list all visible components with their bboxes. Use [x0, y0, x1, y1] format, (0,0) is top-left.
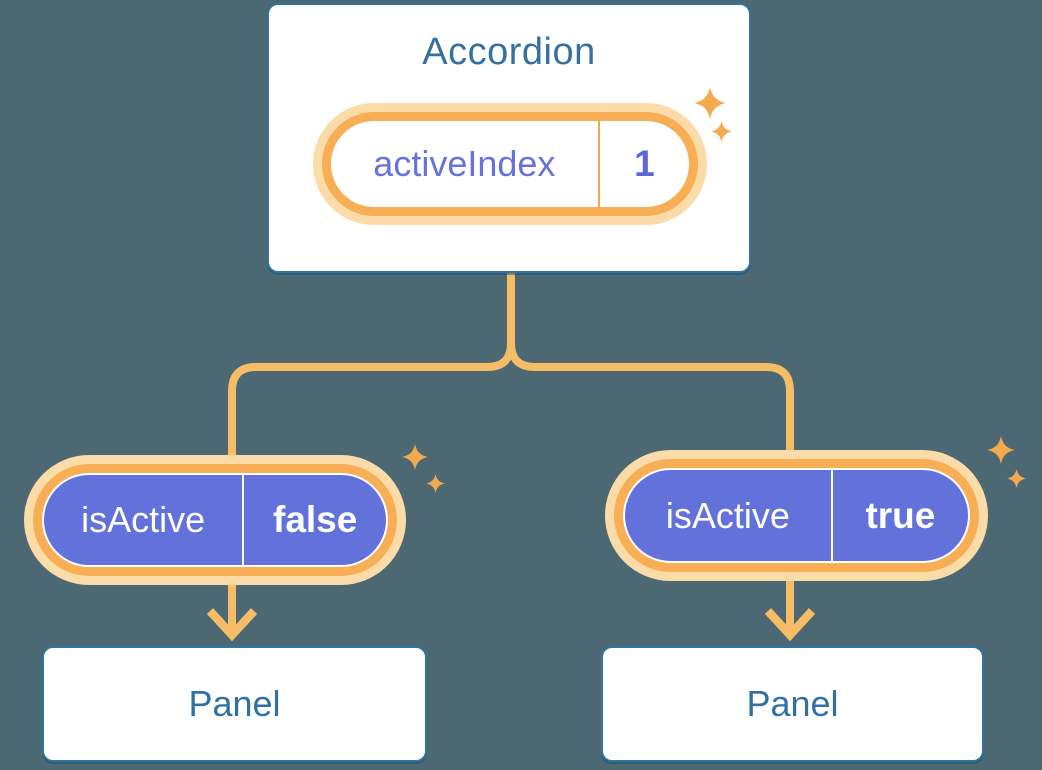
- panel-title: Panel: [746, 683, 839, 724]
- sparkle-icon: [1007, 469, 1026, 488]
- state-pill-active-index: activeIndex 1: [313, 103, 707, 225]
- state-pill-value: 1: [634, 143, 655, 184]
- prop-pill-ring: isActive true: [614, 459, 979, 572]
- prop-pill-label: isActive: [81, 499, 206, 540]
- sparkle-icon: [694, 87, 726, 119]
- panel-title: Panel: [188, 683, 281, 724]
- prop-pill-value: false: [273, 499, 358, 540]
- prop-pill-ring: isActive false: [33, 464, 397, 576]
- sparkle-icon: [987, 436, 1015, 464]
- sparkle-icon: [711, 121, 732, 142]
- sparkle-icon: [426, 474, 445, 493]
- sparkle-icon: [402, 444, 428, 470]
- prop-pill-is-active-false: isActive false: [24, 455, 406, 585]
- prop-pill-is-active-true: isActive true: [605, 450, 988, 581]
- state-pill-ring: activeIndex 1: [322, 112, 698, 216]
- prop-pill-label: isActive: [665, 494, 790, 536]
- prop-pill-value: true: [865, 494, 936, 536]
- panel-card-right: Panel: [601, 646, 984, 762]
- arrow-down-icon: [206, 608, 258, 642]
- arrow-down-icon: [764, 608, 816, 642]
- panel-card-left: Panel: [42, 646, 427, 762]
- connector-branch-right: [507, 269, 794, 636]
- state-pill-label: activeIndex: [373, 143, 556, 184]
- accordion-card-title: Accordion: [422, 31, 596, 73]
